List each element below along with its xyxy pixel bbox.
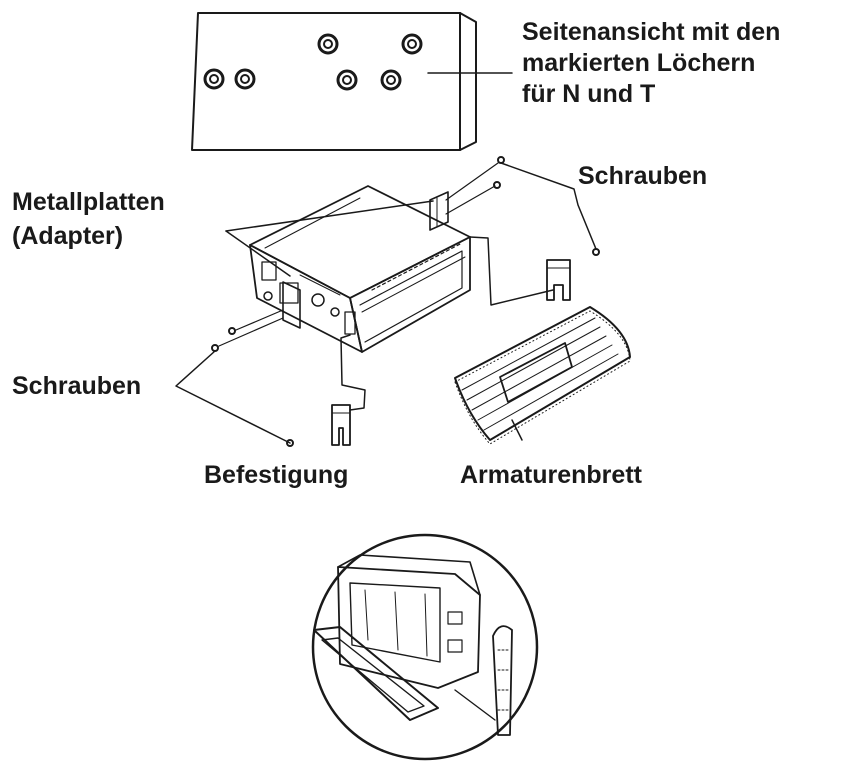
dashboard-label: Armaturenbrett: [460, 461, 642, 489]
side-view-label-line1: Seitenansicht mit den: [522, 18, 781, 46]
side-view-panel: [192, 13, 476, 150]
lower-bracket: [332, 405, 350, 445]
screw: [498, 157, 504, 163]
screws-top-leader: [501, 163, 596, 249]
mounting-label: Befestigung: [204, 461, 349, 489]
screw: [494, 182, 500, 188]
right-bracket: [547, 260, 570, 300]
screws-top-group: [446, 157, 599, 255]
hole-1: [205, 70, 223, 88]
screw: [212, 345, 218, 351]
metal-plates-label-line2: (Adapter): [12, 222, 124, 250]
hole-2: [236, 70, 254, 88]
hole-3: [319, 35, 337, 53]
detail-circle: [313, 535, 537, 759]
screws-left-label: Schrauben: [12, 372, 142, 400]
side-view-holes: [205, 35, 421, 89]
screws-top-label: Schrauben: [578, 162, 708, 190]
dashboard-hatch: [462, 318, 618, 430]
screw: [593, 249, 599, 255]
radio-unit: [250, 186, 470, 352]
screws-left-group: [212, 310, 293, 446]
dashboard-piece: [455, 307, 630, 444]
hole-4: [403, 35, 421, 53]
side-view-label-line2: markierten Löchern: [522, 49, 756, 77]
hole-5: [338, 71, 356, 89]
side-view-label-line3: für N und T: [522, 80, 656, 108]
screws-left-leader: [176, 351, 290, 443]
screw: [229, 328, 235, 334]
screw: [287, 440, 293, 446]
dashboard-leader: [512, 420, 522, 440]
metal-plates-label-line1: Metallplatten: [12, 188, 165, 216]
hole-6: [382, 71, 400, 89]
metal-plates-leaders: [226, 201, 433, 276]
